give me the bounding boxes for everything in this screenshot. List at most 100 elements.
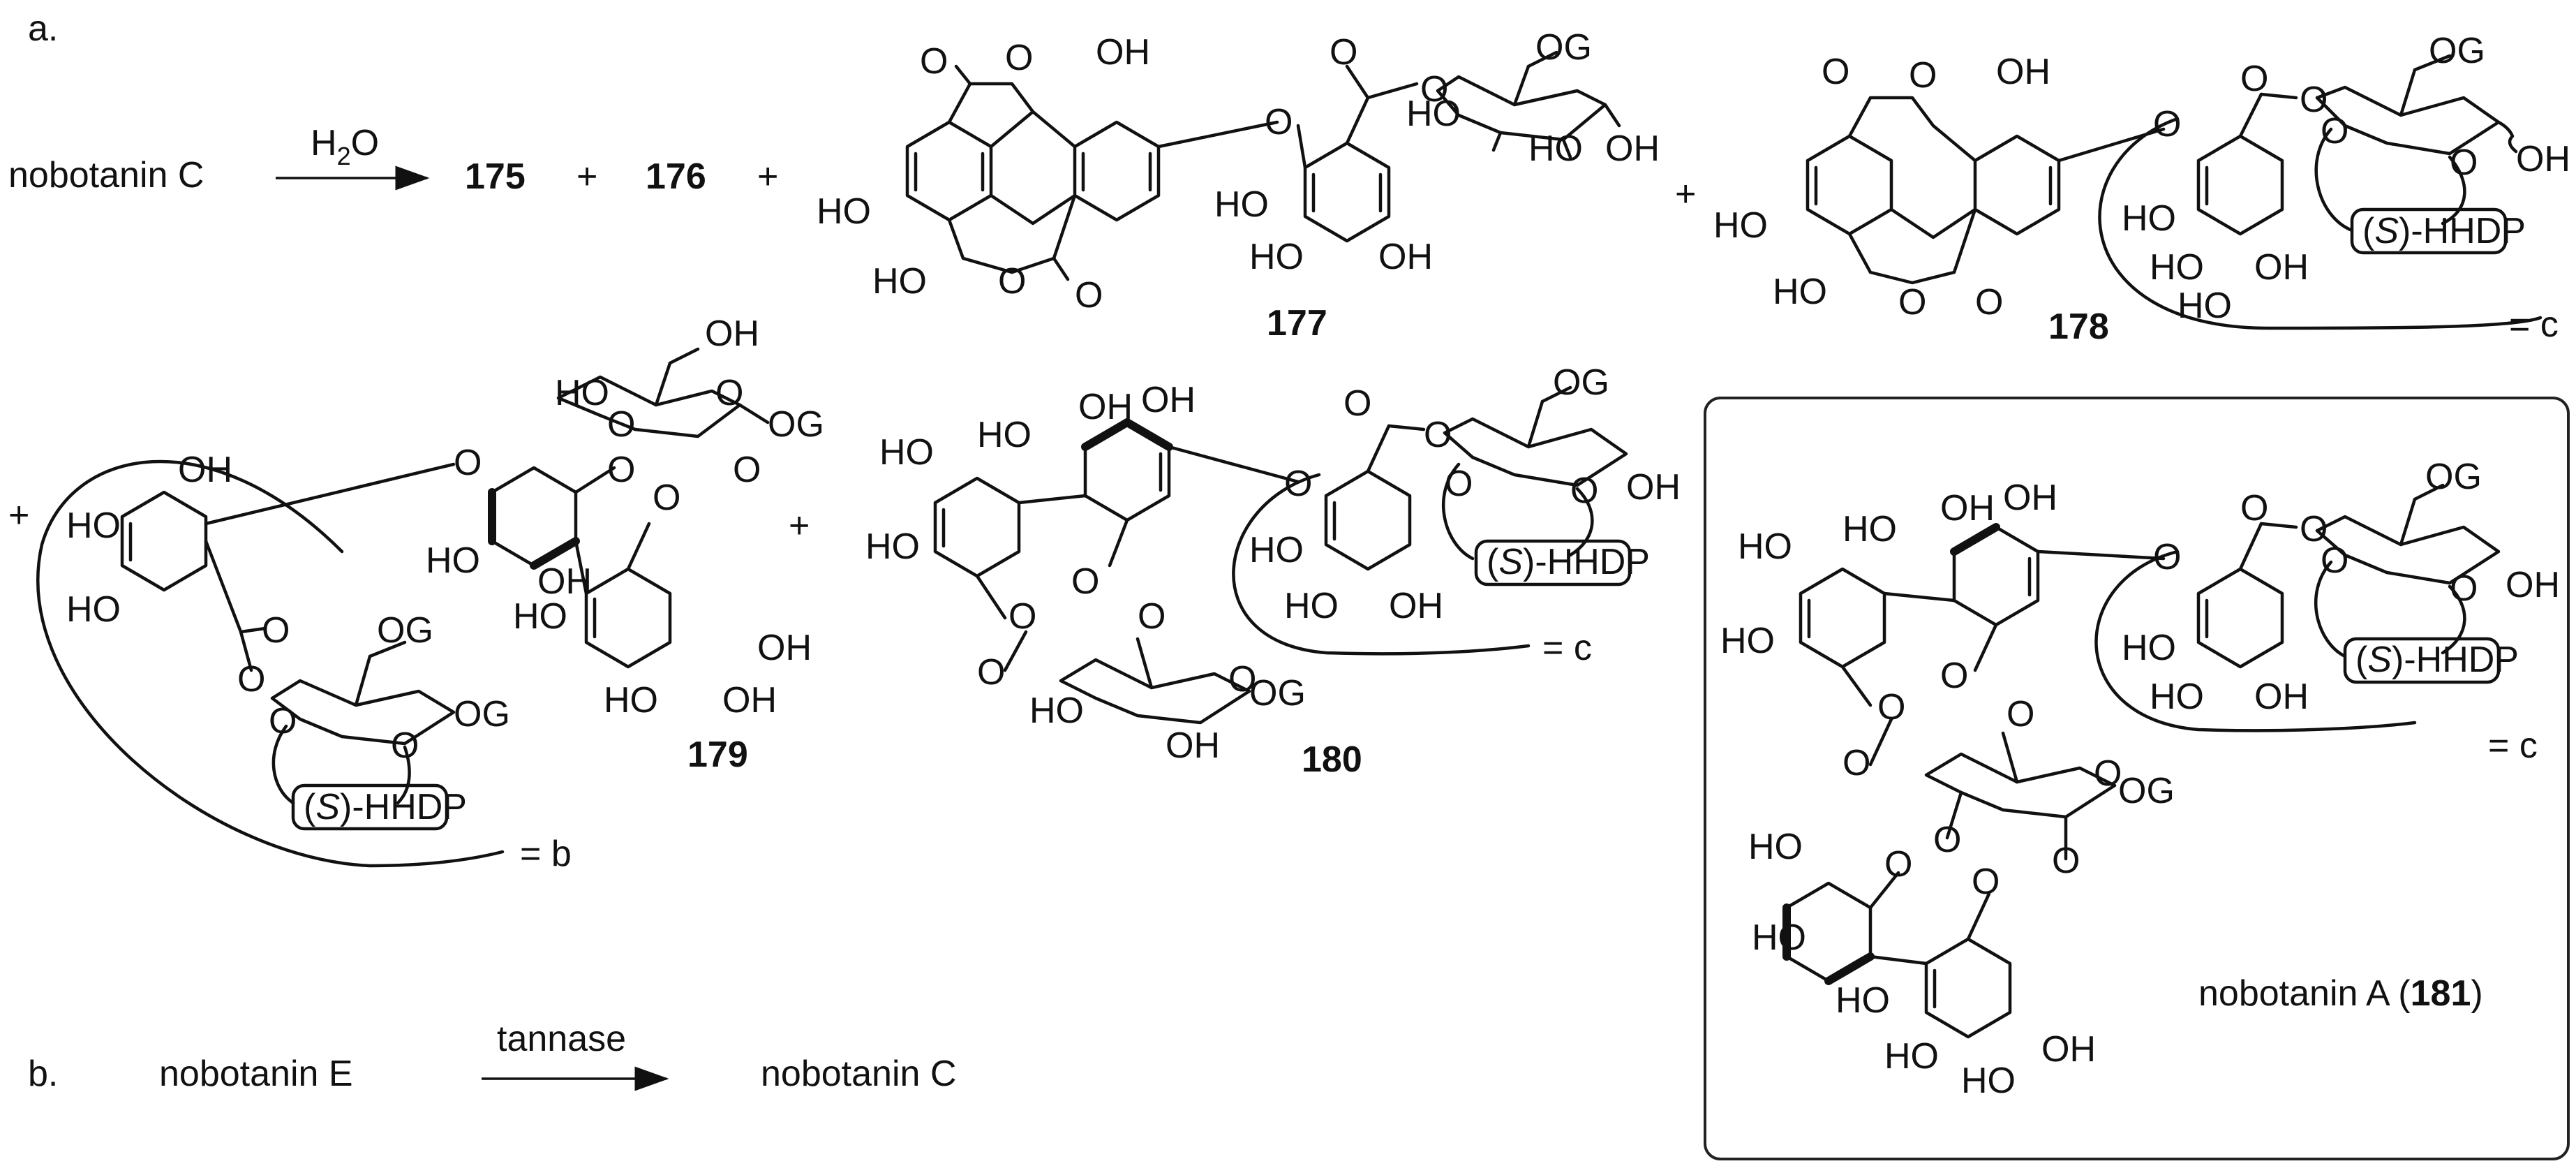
plus-sign: +	[576, 156, 597, 197]
atom-label: OH	[1605, 128, 1660, 169]
reagent-water: H2O	[311, 123, 379, 170]
plus-sign: +	[8, 495, 29, 536]
compound-177-label: 177	[1267, 303, 1327, 344]
atom-label: HO	[1528, 128, 1583, 169]
atom-label: O	[1972, 862, 2000, 902]
atom-label: O	[1005, 38, 1033, 78]
atom-label: O	[1445, 464, 1473, 504]
atom-label: O	[1265, 102, 1293, 142]
atom-label: O	[1330, 32, 1357, 73]
atom-label: O	[1898, 282, 1926, 323]
part-b-label: b.	[28, 1054, 58, 1094]
atom-label: HO	[1738, 526, 1792, 567]
atom-label: HO	[817, 191, 871, 232]
atom-label: HO	[1842, 509, 1897, 549]
atom-label: OH	[1940, 488, 1995, 529]
reactant-nobotanin-e: nobotanin E	[159, 1054, 353, 1094]
atom-label: O	[653, 478, 680, 518]
atom-label: HO	[426, 540, 480, 581]
hhdp-group-label: (S)-HHDP	[304, 787, 467, 827]
atom-label: HO	[1406, 94, 1461, 134]
compound-181-atoms: HO OH OH HO HO O O O O O OG O O O O HO H…	[1720, 457, 2560, 1101]
compound-180-atoms: HO OH OH HO HO O O O O O OG HO OH O O O …	[865, 362, 1681, 766]
eq-c-label: = c	[2509, 304, 2559, 345]
atom-label: OH	[757, 628, 812, 668]
atom-label: HO	[1748, 827, 1803, 867]
atom-label: OG	[1535, 27, 1592, 68]
compound-178-atoms: O O OH HO HO O O O O O OG O O OH HO HO O…	[1713, 31, 2570, 326]
atom-label: HO	[2122, 628, 2176, 668]
atom-label: OH	[1626, 467, 1681, 508]
atom-label: O	[1008, 596, 1036, 637]
atom-label: O	[2094, 753, 2122, 794]
compound-181-label: nobotanin A (181)	[2198, 973, 2483, 1014]
atom-label: HO	[865, 526, 920, 567]
eq-c-label: = c	[2488, 725, 2538, 766]
atom-label: OH	[1389, 586, 1443, 626]
atom-label: O	[1842, 743, 1870, 783]
atom-label: HO	[1713, 205, 1768, 246]
atom-label: O	[2321, 540, 2348, 581]
atom-label: OH	[705, 313, 759, 354]
atom-label: HO	[977, 415, 1032, 455]
atom-label: O	[733, 450, 761, 490]
atom-label: HO	[2150, 677, 2204, 717]
compound-180-label: 180	[1302, 739, 1362, 780]
atom-label: O	[1975, 282, 2003, 323]
compound-181-structure	[1782, 483, 2501, 1039]
atom-label: HO	[1752, 917, 1806, 958]
atom-label: O	[715, 373, 743, 413]
enzyme-tannase: tannase	[497, 1019, 626, 1059]
compound-179-structure	[36, 347, 770, 868]
atom-label: O	[1884, 844, 1912, 885]
atom-label: O	[1343, 383, 1371, 424]
atom-label: O	[2153, 104, 2181, 145]
atom-label: OH	[2516, 139, 2570, 179]
atom-label: O	[1075, 275, 1103, 316]
atom-label: OG	[768, 404, 824, 445]
plus-sign: +	[789, 505, 810, 546]
atom-label: O	[1138, 596, 1166, 637]
atom-label: O	[1822, 52, 1849, 92]
compound-177-atoms: O O OH HO HO O O O O O OG HO HO OH HO HO…	[817, 27, 1660, 316]
part-a-label: a.	[28, 8, 58, 49]
compound-180-structure	[933, 385, 1632, 725]
atom-label: OG	[2425, 457, 2482, 497]
eq-c-label: = c	[1542, 628, 1592, 668]
atom-label: O	[2240, 59, 2268, 99]
atom-label: OH	[2254, 677, 2309, 717]
atom-label: OG	[1553, 362, 1609, 403]
atom-label: O	[1909, 55, 1937, 96]
plus-sign: +	[1675, 174, 1696, 214]
atom-label: HO	[1773, 272, 1827, 312]
atom-label: HO	[604, 680, 658, 721]
atom-label: OH	[537, 561, 592, 602]
atom-label: HO	[555, 373, 609, 413]
atom-label: O	[2321, 111, 2348, 152]
hhdp-group-label: (S)-HHDP	[2362, 211, 2526, 251]
atom-label: O	[2052, 841, 2080, 881]
atom-label: OH	[2254, 247, 2309, 288]
atom-label: OH	[1378, 237, 1433, 277]
atom-label: OH	[1141, 380, 1196, 420]
atom-label: O	[391, 725, 419, 766]
atom-label: HO	[1836, 980, 1890, 1021]
atom-label: O	[1071, 561, 1099, 602]
atom-label: O	[1570, 471, 1598, 511]
product-176: 176	[646, 156, 706, 197]
nobotanin-a-box	[1704, 397, 2570, 1160]
eq-b-label: = b	[520, 834, 572, 874]
atom-label: OH	[722, 680, 777, 721]
atom-label: OG	[1249, 673, 1306, 714]
atom-label: OH	[1078, 387, 1133, 427]
atom-label: O	[2450, 568, 2478, 609]
atom-label: HO	[1884, 1036, 1939, 1077]
compound-179-label: 179	[687, 735, 748, 775]
atom-label: HO	[66, 589, 121, 630]
atom-label: OH	[1096, 32, 1150, 73]
atom-label: O	[454, 443, 482, 483]
atom-label: O	[998, 261, 1026, 302]
atom-label: HO	[879, 432, 934, 473]
atom-label: OH	[1166, 725, 1220, 766]
